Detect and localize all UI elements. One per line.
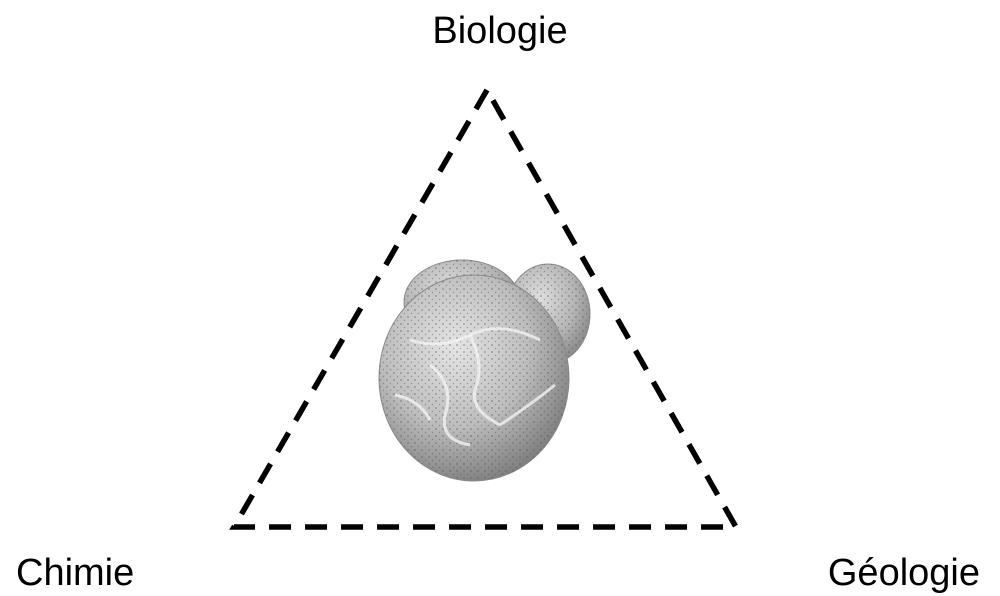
foraminifera-image bbox=[379, 260, 590, 481]
label-chimie: Chimie bbox=[16, 554, 134, 592]
label-geologie: Géologie bbox=[828, 554, 980, 592]
label-biologie: Biologie bbox=[0, 12, 1000, 50]
